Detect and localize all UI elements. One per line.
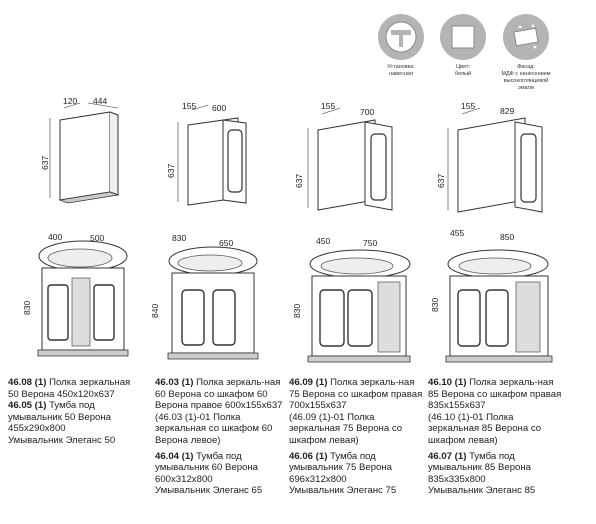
color-white-icon	[440, 14, 486, 60]
mirror-depth-label: 155	[182, 101, 197, 111]
cabinet-drawing-75	[307, 249, 411, 363]
cabinet-drawing-50	[37, 240, 129, 357]
wall-mount-feature: Установка:навесная	[375, 14, 427, 78]
cabinet-height-label: 830	[430, 297, 440, 312]
color-feature: Цвет:белый	[437, 14, 489, 78]
cabinet-width-label: 650	[219, 238, 234, 248]
cabinet-depth-label: 450	[316, 236, 331, 246]
cabinet-depth-label: 400	[48, 232, 63, 242]
cabinet-width-label: 750	[363, 238, 378, 248]
mirror-depth-label: 155	[321, 101, 336, 111]
cabinet-height-label: 830	[292, 303, 302, 318]
mirror-height-label: 637	[40, 155, 50, 170]
mirror-drawing-85	[447, 107, 543, 213]
wall-mount-icon	[378, 14, 424, 60]
mirror-drawing-60	[177, 104, 247, 206]
description-set-85: 46.10 (1) Полка зеркаль-ная 85 Верона со…	[428, 377, 562, 497]
cabinet-drawing-60	[167, 246, 259, 360]
mirror-width-label: 829	[500, 106, 515, 116]
mirror-depth-label: 120	[63, 96, 78, 106]
cabinet-drawing-85	[445, 249, 553, 363]
facade-enamel-icon	[503, 14, 549, 60]
mirror-height-label: 637	[436, 173, 446, 188]
cabinet-width-label: 850	[500, 232, 515, 242]
mirror-drawing-75	[307, 107, 393, 211]
description-set-60: 46.03 (1) Полка зеркаль-ная 60 Верона со…	[155, 377, 283, 497]
cabinet-width-label: 500	[90, 233, 105, 243]
mirror-drawing-50	[49, 102, 120, 204]
cabinet-depth-label: 830	[172, 233, 187, 243]
mirror-height-label: 637	[166, 163, 176, 178]
mirror-width-label: 600	[212, 103, 227, 113]
mirror-width-label: 444	[93, 96, 108, 106]
cabinet-depth-label: 455	[450, 228, 465, 238]
cabinet-height-label: 830	[22, 300, 32, 315]
mirror-depth-label: 155	[461, 101, 476, 111]
description-set-50: 46.08 (1) Полка зеркальная 50 Верона 450…	[8, 377, 131, 446]
mirror-width-label: 700	[360, 107, 375, 117]
cabinet-height-label: 840	[150, 303, 160, 318]
description-set-75: 46.09 (1) Полка зеркаль-ная 75 Верона со…	[289, 377, 423, 497]
mirror-height-label: 637	[294, 173, 304, 188]
